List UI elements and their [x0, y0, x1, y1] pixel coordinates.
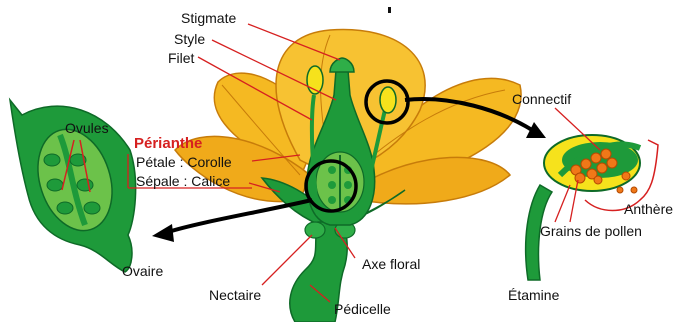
- pollen-grain: [591, 153, 601, 163]
- stamen-anther-right: [380, 87, 396, 113]
- pollen-grain: [581, 159, 591, 169]
- ovule: [328, 181, 336, 189]
- label-perianthe: Périanthe: [134, 135, 202, 152]
- label-ovaire: Ovaire: [122, 263, 163, 279]
- pollen-grain: [631, 187, 637, 193]
- ovule: [328, 196, 336, 204]
- ovule: [57, 202, 73, 214]
- label-connectif: Connectif: [512, 91, 571, 107]
- top-mark: [388, 7, 391, 13]
- pollen-grain: [594, 176, 602, 184]
- label-ovules: Ovules: [65, 120, 109, 136]
- ovule: [84, 202, 100, 214]
- pollen-grain: [622, 172, 630, 180]
- ovule: [47, 179, 63, 191]
- label-filet: Filet: [168, 50, 195, 66]
- label-style: Style: [174, 31, 205, 47]
- pollen-grain: [597, 163, 607, 173]
- label-anthere: Anthère: [624, 201, 673, 217]
- label-axe-floral: Axe floral: [362, 256, 420, 272]
- arrow-head-left: [152, 224, 174, 242]
- ovule: [77, 179, 93, 191]
- ovule: [44, 154, 60, 166]
- pollen-grain: [601, 149, 611, 159]
- pollen-grain: [617, 187, 623, 193]
- label-etamine: Étamine: [508, 287, 560, 303]
- label-grains: Grains de pollen: [540, 223, 642, 239]
- pollen-grain: [607, 158, 617, 168]
- label-petale: Pétale : Corolle: [136, 154, 232, 170]
- nectary: [305, 222, 325, 238]
- arrow-to-ovary: [168, 200, 312, 232]
- label-stigmate: Stigmate: [181, 10, 236, 26]
- label-nectaire: Nectaire: [209, 287, 261, 303]
- label-pedicelle: Pédicelle: [334, 301, 391, 317]
- ovule: [344, 181, 352, 189]
- pollen-grain: [575, 173, 585, 183]
- ovule: [328, 166, 336, 174]
- label-sepale: Sépale : Calice: [136, 173, 230, 189]
- grains-pointer: [555, 185, 570, 222]
